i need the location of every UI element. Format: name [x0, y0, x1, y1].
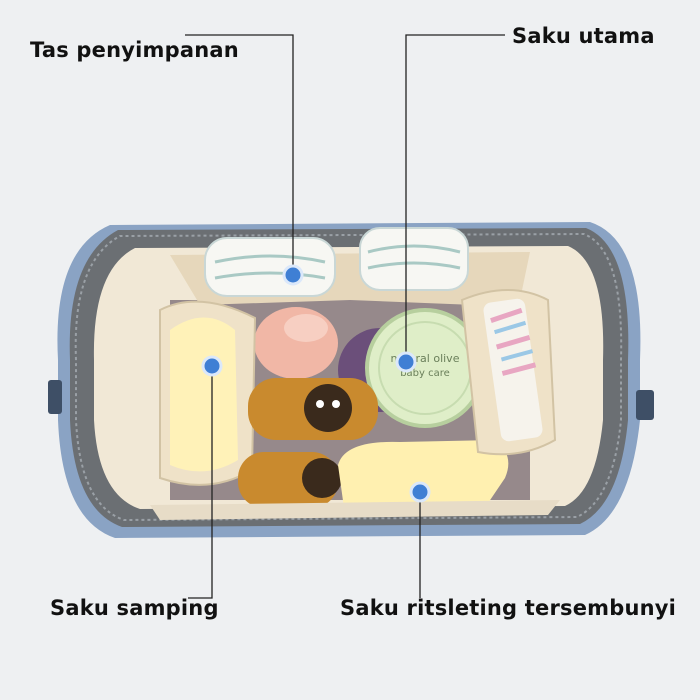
callout-hidden-zip-pocket: Saku ritsleting tersembunyi [340, 596, 677, 620]
diaper-right [359, 227, 469, 291]
baby-shoes [238, 378, 378, 508]
wipes-pack [483, 298, 543, 442]
bag-side-strap-right [636, 390, 654, 420]
marker-hidden [409, 481, 431, 503]
marker-storage [282, 264, 304, 286]
callout-main-pocket: Saku utama [512, 24, 655, 48]
marker-side [201, 355, 223, 377]
yellow-cloth-left [170, 317, 238, 472]
leader-line-storage [185, 34, 294, 275]
diaper-left [204, 237, 336, 297]
marker-main [395, 351, 417, 373]
callout-storage-bag: Tas penyimpanan [30, 38, 239, 62]
callout-side-pocket: Saku samping [50, 596, 219, 620]
leader-line-main [405, 34, 505, 362]
leader-lines [185, 34, 505, 599]
jar-label-line2: baby care [400, 368, 450, 379]
bag-side-strap-left [48, 380, 62, 414]
yellow-towel [338, 440, 509, 515]
leader-line-side [188, 366, 213, 599]
callout-markers [201, 264, 431, 503]
